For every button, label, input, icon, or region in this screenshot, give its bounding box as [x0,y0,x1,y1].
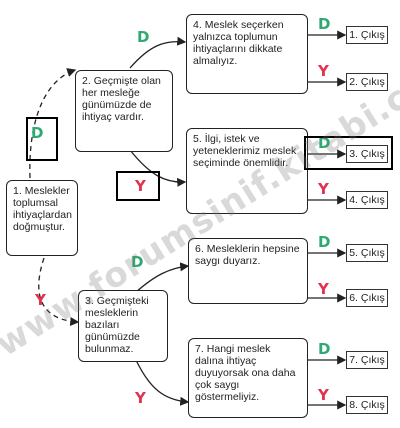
statement-text-4: Meslek seçerken yalnızca toplumun ihtiya… [193,19,284,67]
statement-box-1: 1.Meslekler toplumsal ihtiyaçlardan doğm… [6,180,78,256]
statement-text-6: Mesleklerin hepsine saygı duyarız. [195,243,300,267]
exit-box-4: 4. Çıkış [346,191,388,209]
label-false-4: Y [318,62,329,80]
statement-box-5: 5.İlgi, istek ve yeteneklerimiz meslek s… [186,128,308,214]
label-false-3-to-7: Y [135,389,146,407]
exit-box-1: 1. Çıkış [346,26,388,44]
statement-text-3: Geçmişteki mesleklerin bazıları günümüzd… [85,295,149,355]
statement-box-2: 2.Geçmişte olan her mesleğe günümüzde de… [75,70,173,152]
label-true-6: D [318,233,331,251]
edge-1-to-3 [38,257,80,327]
statement-text-1: Meslekler toplumsal ihtiyaçlardan doğmuş… [13,185,72,233]
statement-box-4: 4.Meslek seçerken yalnızca toplumun ihti… [186,14,308,94]
edge-2-to-4 [129,36,187,69]
statement-box-7: 7.Hangi meslek dalına ihtiyaç duyuyorsak… [188,338,308,418]
statement-box-3: 3.Geçmişteki mesleklerin bazıları günümü… [78,290,168,362]
statement-box-6: 6.Mesleklerin hepsine saygı duyarız. [188,238,308,304]
exit-box-8: 8. Çıkış [346,396,388,414]
statement-number-2: 2. [82,75,91,87]
statement-number-6: 6. [195,243,204,255]
label-true-2-to-4: D [137,28,150,46]
edge-3-to-7 [134,357,190,406]
highlight-exit-3 [304,136,393,170]
label-true-5: D [318,134,331,152]
exit-box-3: 3. Çıkış [346,145,388,163]
statement-number-1: 1. [13,185,22,197]
statement-number-3: 3. [85,295,94,307]
statement-number-7: 7. [195,343,204,355]
edge-3-to-6 [134,262,190,294]
exit-box-2: 2. Çıkış [346,73,388,91]
label-true-4: D [318,15,331,33]
statement-text-7: Hangi meslek dalına ihtiyaç duyuyorsak o… [195,343,296,403]
exit-box-7: 7. Çıkış [346,351,388,369]
edge-2-to-5 [129,149,187,187]
statement-text-2: Geçmişte olan her mesleğe günümüzde de i… [82,75,161,123]
highlight-false-2-to-5 [116,171,160,201]
label-false-2-to-5: Y [135,177,146,195]
label-true-7: D [318,340,331,358]
highlight-true-1-to-2 [26,117,58,161]
exit-box-6: 6. Çıkış [346,289,388,307]
label-false-6: Y [318,280,329,298]
statement-text-5: İlgi, istek ve yeteneklerimiz meslek seç… [193,133,297,169]
label-false-5: Y [318,180,329,198]
label-false-7: Y [318,386,329,404]
exit-box-5: 5. Çıkış [346,244,388,262]
label-true-3-to-6: D [131,253,144,271]
statement-number-5: 5. [193,133,202,145]
label-true-1-to-2: D [31,124,44,142]
label-false-1-to-3: Y [35,291,46,309]
statement-number-4: 4. [193,19,202,31]
